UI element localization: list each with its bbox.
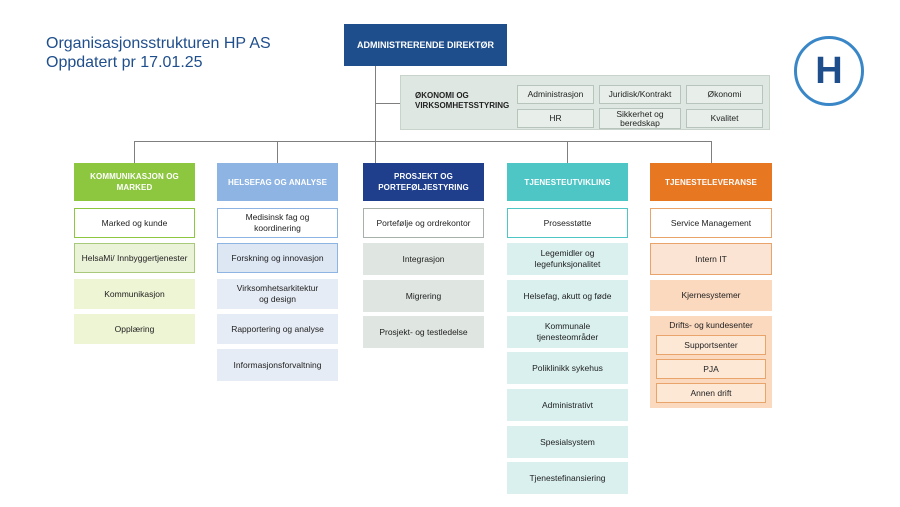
- unit-prosjekt-testledelse[interactable]: Prosjekt- og testledelse: [363, 316, 484, 348]
- unit-service-management[interactable]: Service Management: [650, 208, 772, 238]
- unit-kjernesystemer[interactable]: Kjernesystemer: [650, 280, 772, 311]
- division-header-prosjekt[interactable]: PROSJEKT OG PORTEFØLJESTYRING: [363, 163, 484, 201]
- economy-unit-okonomi[interactable]: Økonomi: [686, 85, 763, 104]
- unit-medisinsk-fag[interactable]: Medisinsk fag og koordinering: [217, 208, 338, 238]
- unit-intern-it[interactable]: Intern IT: [650, 243, 772, 275]
- unit-informasjonsforvaltning[interactable]: Informasjonsforvaltning: [217, 349, 338, 381]
- unit-portefolje[interactable]: Portefølje og ordrekontor: [363, 208, 484, 238]
- unit-kommunikasjon[interactable]: Kommunikasjon: [74, 279, 195, 309]
- hospital-h-logo-icon: H: [794, 36, 864, 106]
- unit-legemidler[interactable]: Legemidler og legefunksjonalitet: [507, 243, 628, 275]
- connector-div-5: [711, 141, 712, 163]
- unit-kommunale[interactable]: Kommunale tjenesteområder: [507, 316, 628, 348]
- economy-unit-administrasjon[interactable]: Administrasjon: [517, 85, 594, 104]
- division-header-kommunikasjon[interactable]: KOMMUNIKASJON OG MARKED: [74, 163, 195, 201]
- unit-prosesstotte[interactable]: Prosesstøtte: [507, 208, 628, 238]
- economy-title: ØKONOMI OG VIRKSOMHETSSTYRING: [415, 91, 510, 110]
- economy-unit-juridisk[interactable]: Juridisk/Kontrakt: [599, 85, 681, 104]
- title-line-1: Organisasjonsstrukturen HP AS: [46, 35, 271, 52]
- connector-div-1: [134, 141, 135, 163]
- unit-rapportering[interactable]: Rapportering og analyse: [217, 314, 338, 344]
- division-header-tjenesteleveranse[interactable]: TJENESTELEVERANSE: [650, 163, 772, 201]
- economy-unit-sikkerhet[interactable]: Sikkerhet og beredskap: [599, 108, 681, 129]
- unit-integrasjon[interactable]: Integrasjon: [363, 243, 484, 275]
- logo-letter: H: [815, 50, 843, 92]
- economy-unit-hr[interactable]: HR: [517, 109, 594, 128]
- unit-tjenestefinansiering[interactable]: Tjenestefinansiering: [507, 462, 628, 494]
- unit-forskning[interactable]: Forskning og innovasjon: [217, 243, 338, 273]
- connector-ceo-to-economy: [375, 103, 400, 104]
- unit-drifts-kundesenter-label[interactable]: Drifts- og kundesenter: [669, 320, 753, 330]
- economy-unit-kvalitet[interactable]: Kvalitet: [686, 109, 763, 128]
- subunit-pja[interactable]: PJA: [656, 359, 766, 379]
- unit-helsefag-akutt[interactable]: Helsefag, akutt og føde: [507, 280, 628, 312]
- ceo-box[interactable]: ADMINISTRERENDE DIREKTØR: [344, 24, 507, 66]
- connector-ceo-vertical: [375, 66, 376, 163]
- unit-marked-og-kunde[interactable]: Marked og kunde: [74, 208, 195, 238]
- unit-migrering[interactable]: Migrering: [363, 280, 484, 312]
- connector-div-2: [277, 141, 278, 163]
- division-header-helsefag[interactable]: HELSEFAG OG ANALYSE: [217, 163, 338, 201]
- connector-horizontal-bar: [134, 141, 712, 142]
- subunit-supportsenter[interactable]: Supportsenter: [656, 335, 766, 355]
- unit-poliklinikk[interactable]: Poliklinikk sykehus: [507, 352, 628, 384]
- unit-spesialsystem[interactable]: Spesialsystem: [507, 426, 628, 458]
- unit-helsami[interactable]: HelsaMi/ Innbyggertjenester: [74, 243, 195, 273]
- subunit-annen-drift[interactable]: Annen drift: [656, 383, 766, 403]
- division-header-tjenesteutvikling[interactable]: TJENESTEUTVIKLING: [507, 163, 628, 201]
- unit-virksomhetsarkitektur[interactable]: Virksomhetsarkitektur og design: [217, 279, 338, 309]
- title-line-2: Oppdatert pr 17.01.25: [46, 54, 203, 71]
- unit-administrativt[interactable]: Administrativt: [507, 389, 628, 421]
- unit-opplaering[interactable]: Opplæring: [74, 314, 195, 344]
- page-title: Organisasjonsstrukturen HP AS Oppdatert …: [46, 34, 271, 72]
- connector-div-4: [567, 141, 568, 163]
